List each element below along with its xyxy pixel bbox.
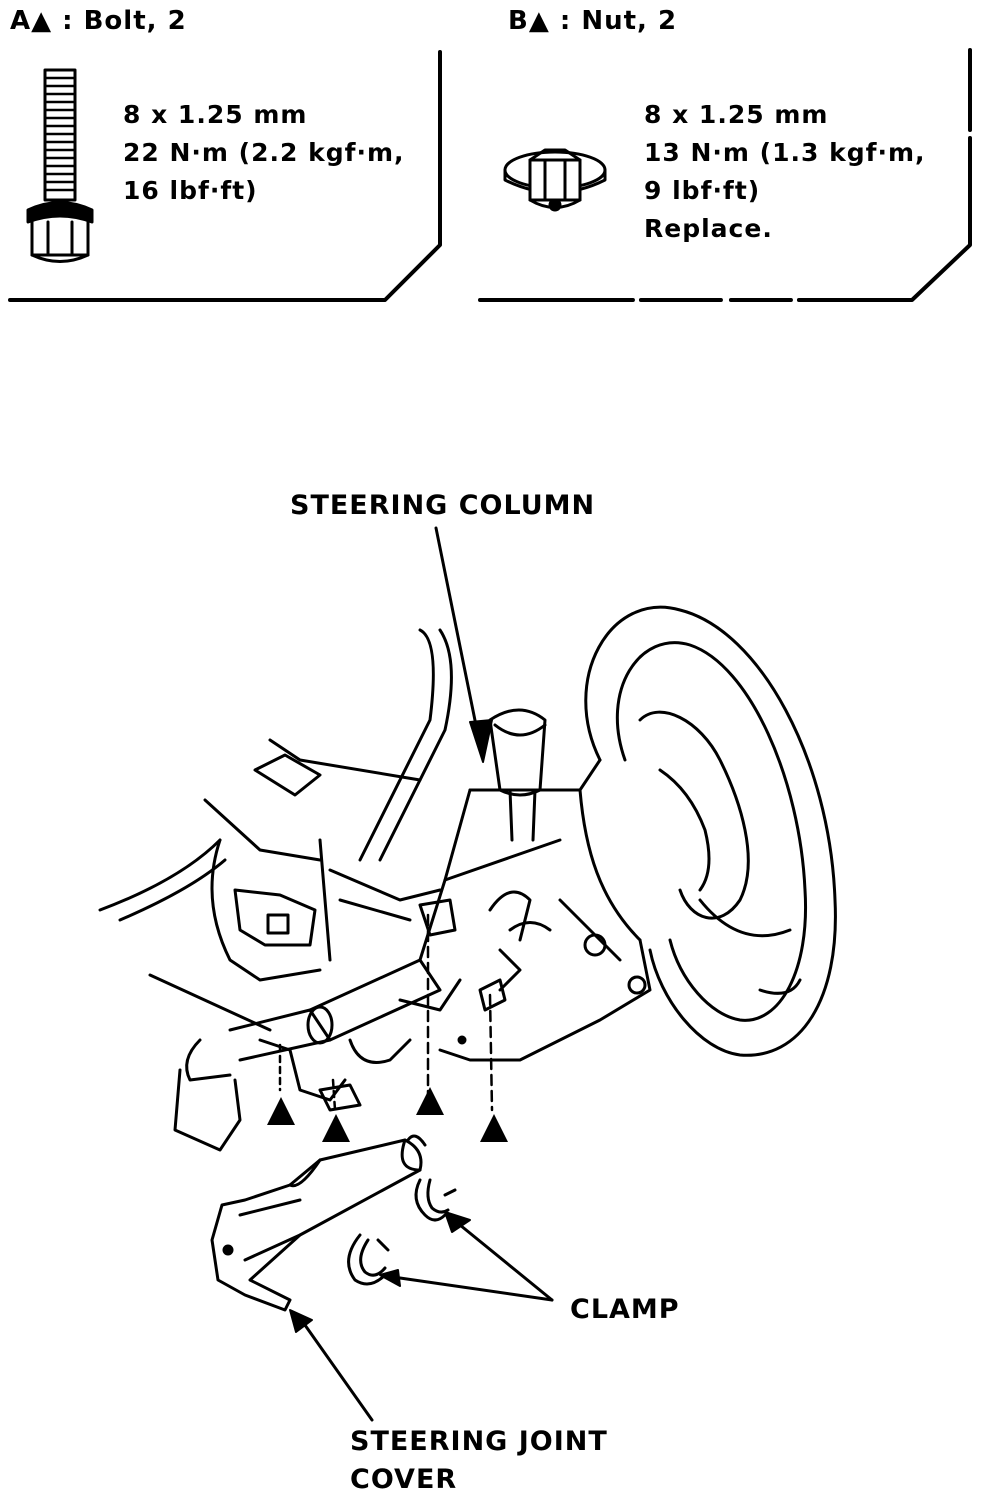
label-steering-column: STEERING COLUMN	[290, 490, 596, 521]
marker-nut-2	[480, 1114, 508, 1142]
label-steering-joint-cover-line2: COVER	[350, 1464, 458, 1495]
box-a-torque: 22 N·m (2.2 kgf·m,	[123, 138, 405, 167]
marker-bolt-1	[267, 1097, 295, 1125]
label-clamp: CLAMP	[570, 1294, 680, 1325]
box-a-size: 8 x 1.25 mm	[123, 100, 308, 129]
box-b-note: Replace.	[644, 214, 773, 243]
steering-wheel	[584, 605, 837, 1057]
leader-steering-column	[434, 526, 493, 763]
column-body	[418, 758, 652, 1062]
marker-bolt-2	[322, 1114, 350, 1142]
steering-joint-cover	[210, 1134, 427, 1312]
flange-nut-icon	[503, 148, 607, 212]
box-b-size: 8 x 1.25 mm	[644, 100, 829, 129]
box-b-torque: 13 N·m (1.3 kgf·m,	[644, 138, 926, 167]
dash-frame	[98, 628, 453, 1032]
box-a-header: A▲ : Bolt, 2	[10, 6, 187, 36]
fastener-markers	[267, 1087, 508, 1142]
shift-lever	[488, 708, 547, 842]
leader-clamp	[379, 1211, 554, 1302]
box-b-header: B▲ : Nut, 2	[508, 6, 678, 36]
bolt-icon	[26, 68, 94, 263]
lower-shaft	[173, 890, 552, 1152]
clamp-icon	[414, 1178, 457, 1222]
marker-nut-1	[416, 1087, 444, 1115]
clamp-icon-2	[347, 1233, 390, 1286]
column-bracket	[210, 838, 442, 982]
box-a-frame	[8, 50, 442, 302]
fastener-guides	[278, 913, 494, 1112]
box-a-torque-imperial: 16 lbf·ft)	[123, 176, 258, 205]
label-steering-joint-cover-line1: STEERING JOINT	[350, 1426, 608, 1457]
leader-steering-joint-cover	[289, 1309, 374, 1422]
box-b-torque-imperial: 9 lbf·ft)	[644, 176, 761, 205]
box-b-frame	[478, 48, 972, 302]
